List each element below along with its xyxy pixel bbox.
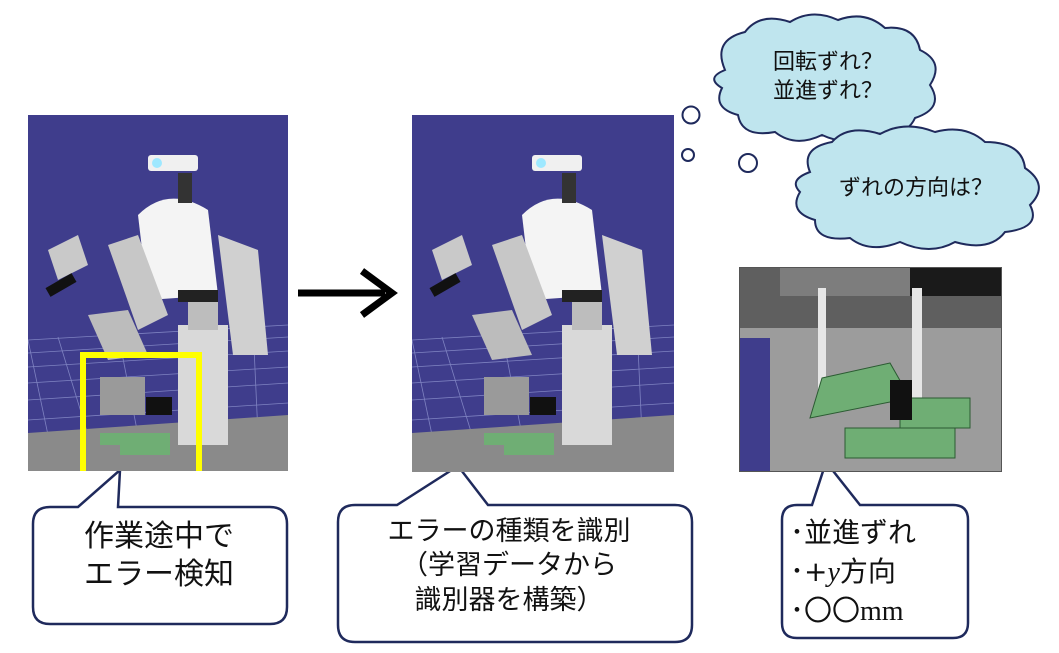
thought-line-translation: 並進ずれ？: [772, 79, 883, 105]
result-line-2-suffix: 方向: [839, 554, 896, 588]
callout-detect: [31, 467, 289, 626]
process-arrow: [298, 268, 398, 318]
caption-classify-line-1: エラーの種類を識別: [387, 516, 631, 547]
thought-cloud-2: [794, 125, 1040, 250]
result-line-2-sign: ･+: [790, 554, 828, 588]
callout-classify: [336, 464, 694, 644]
thought-line-rotation: 回転ずれ？: [772, 50, 883, 75]
result-line-2-var: y: [827, 556, 840, 588]
closeup-view: [739, 267, 1002, 472]
result-line-3-circles: ･〇〇: [790, 594, 861, 628]
caption-classify: エラーの種類を識別 （学習データから 識別器を構築）: [344, 515, 674, 618]
thought-cloud-1-text: 回転ずれ？ 並進ずれ？: [738, 48, 918, 106]
result-line-2: ･+y方向: [790, 553, 970, 593]
thought-cloud-2-text: ずれの方向は？: [806, 174, 1026, 203]
caption-detect-line-1: 作業途中で: [84, 519, 234, 554]
caption-result: ･並進ずれ ･+y方向 ･〇〇mm: [790, 514, 970, 632]
simulation-view-detect: [28, 115, 288, 471]
result-line-3: ･〇〇mm: [790, 592, 970, 632]
caption-classify-line-3: 識別器を構築）: [414, 584, 604, 616]
thought-line-direction: ずれの方向は？: [838, 176, 993, 201]
caption-detect-line-2: エラー検知: [84, 557, 234, 593]
result-line-3-unit: mm: [860, 596, 904, 628]
simulation-view-classify: [412, 115, 674, 472]
caption-classify-line-2: （学習データから: [401, 550, 617, 582]
caption-detect: 作業途中で エラー検知: [36, 518, 282, 595]
callout-result: [780, 459, 970, 640]
thought-cloud-1: [713, 13, 937, 142]
result-line-1: ･並進ずれ: [790, 516, 917, 549]
